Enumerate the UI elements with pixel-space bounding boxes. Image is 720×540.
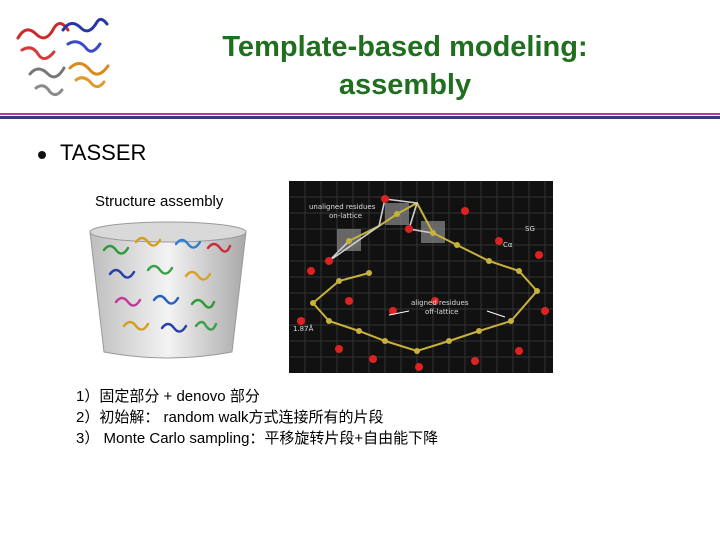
- label-ca: Cα: [503, 241, 513, 249]
- label-unaligned: unaligned residues: [309, 203, 376, 211]
- title-line-2: assembly: [338, 69, 472, 101]
- title-accent-rule: [0, 113, 720, 115]
- steps-list: 1）固定部分 + denovo 部分 2）初始解： random walk方式连…: [76, 386, 438, 449]
- structure-bucket-image: [89, 221, 247, 359]
- step-3: 3） Monte Carlo sampling：平移旋转片段+自由能下降: [76, 430, 439, 447]
- bullet-dot-icon: [38, 151, 46, 159]
- slide-title: Template-based modeling: assembly: [150, 28, 660, 104]
- label-scale: 1.87Å: [293, 324, 314, 333]
- label-unaligned-2: on-lattice: [329, 212, 362, 220]
- bullet-tasser: TASSER: [60, 140, 147, 165]
- step-2: 2）初始解： random walk方式连接所有的片段: [76, 409, 384, 426]
- label-aligned-2: off-lattice: [425, 308, 458, 316]
- label-sg: SG: [525, 225, 535, 233]
- lattice-diagram: unaligned residues on-lattice SG Cα alig…: [289, 181, 553, 373]
- title-rule: [0, 116, 720, 119]
- label-aligned: aligned residues: [411, 299, 469, 307]
- step-1: 1）固定部分 + denovo 部分: [76, 388, 260, 405]
- protein-logo-icon: [16, 17, 110, 97]
- title-line-1: Template-based modeling:: [222, 31, 588, 63]
- figure-caption: Structure assembly: [95, 193, 224, 210]
